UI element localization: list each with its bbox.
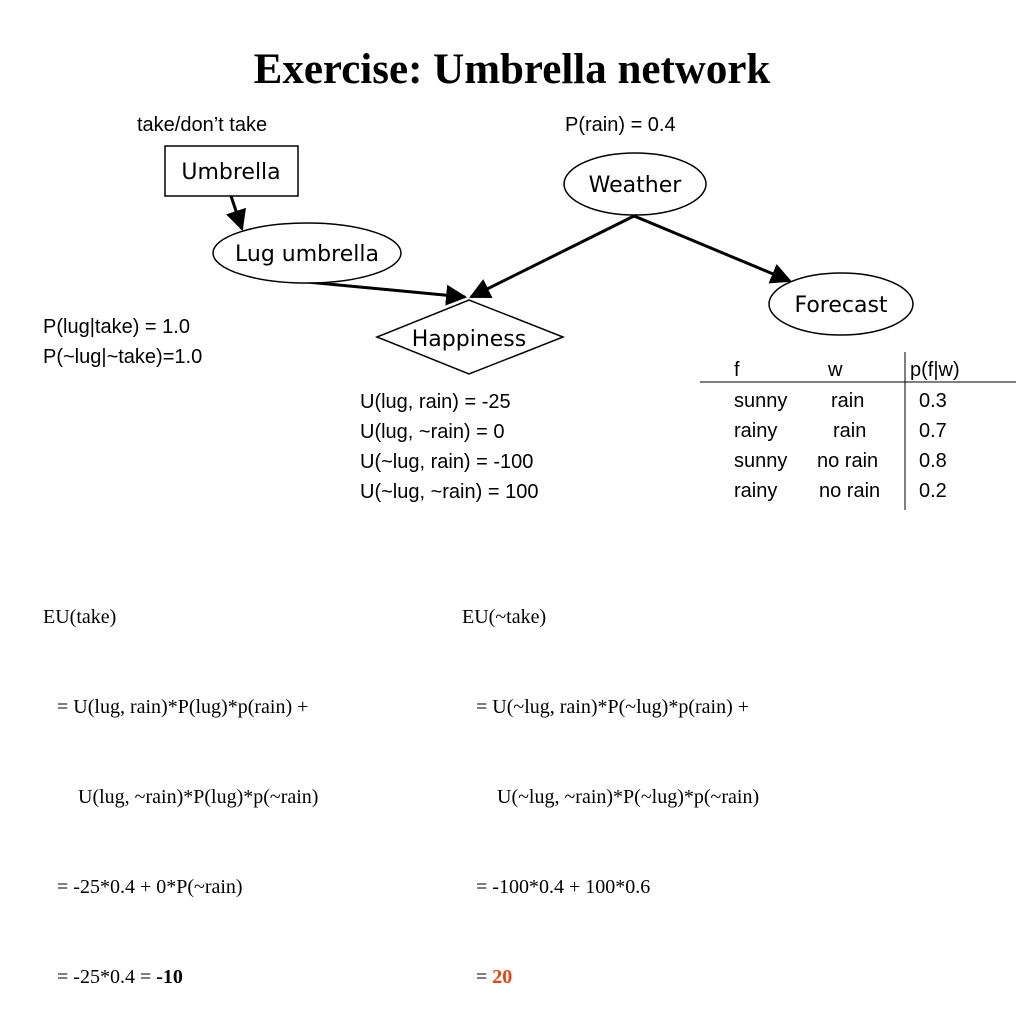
lug-prob-not-take: P(~lug|~take)=1.0 [43,346,203,368]
utility-no-lug-rain: U(~lug, rain) = -100 [360,451,534,473]
cpt-header-f: f [734,359,740,381]
cpt-row-4-f: rainy [734,480,778,502]
happiness-node: Happiness [374,299,566,375]
edge-lug-to-happiness [306,280,468,306]
prior-rain-label: P(rain) = 0.4 [565,114,676,136]
umbrella-node-label: Umbrella [181,160,280,185]
cpt-row-1-f: sunny [734,390,788,412]
eu-not-take-line-4-prefix: = [476,966,493,988]
eu-not-take-heading: EU(~take) [462,606,547,628]
weather-node-label: Weather [589,173,683,198]
utility-lug-no-rain: U(lug, ~rain) = 0 [360,421,505,443]
eu-take-line-4-prefix: = -25*0.4 = [57,966,157,988]
eu-not-take-line-3: = -100*0.4 + 100*0.6 [476,876,651,898]
forecast-node: Forecast [768,272,914,336]
eu-not-take-line-1: = U(~lug, rain)*P(~lug)*p(rain) + [476,696,750,718]
cpt-header-p: p(f|w) [910,359,960,381]
decision-note: take/don’t take [137,114,268,136]
cpt-row-4-p: 0.2 [919,480,947,502]
cpt-header-w: w [828,359,843,381]
eu-take-block: EU(take) = U(lug, rain)*P(lug)*p(rain) +… [43,542,318,1022]
eu-not-take-block: EU(~take) = U(~lug, rain)*P(~lug)*p(rain… [462,542,759,1022]
happiness-node-label: Happiness [412,327,526,352]
eu-take-line-1: = U(lug, rain)*P(lug)*p(rain) + [57,696,309,718]
eu-take-line-3: = -25*0.4 + 0*P(~rain) [57,876,243,898]
slide-title: Exercise: Umbrella network [253,46,771,93]
lug-umbrella-node-label: Lug umbrella [235,242,379,267]
cpt-row-1-w: rain [831,390,865,412]
cpt-row-3-w: no rain [817,450,879,472]
umbrella-node: Umbrella [164,145,299,197]
cpt-row-4-w: no rain [819,480,881,502]
eu-not-take-line-2: U(~lug, ~rain)*P(~lug)*p(~rain) [497,786,760,808]
cpt-row-1-p: 0.3 [919,390,947,412]
edge-umbrella-to-lug [226,195,246,231]
weather-node: Weather [563,152,707,216]
eu-not-take-line-4: = 20 [462,962,759,992]
eu-take-result: -10 [156,966,183,988]
cpt-row-2-f: rainy [734,420,778,442]
cpt-row-3-f: sunny [734,450,788,472]
edge-weather-to-happiness [469,214,635,299]
edge-weather-to-forecast [633,214,792,284]
utility-lug-rain: U(lug, rain) = -25 [360,391,511,413]
eu-not-take-result: 20 [492,966,513,988]
cpt-row-2-w: rain [833,420,867,442]
cpt-row-2-p: 0.7 [919,420,947,442]
eu-take-heading: EU(take) [43,606,117,628]
eu-take-line-4: = -25*0.4 = -10 [43,962,318,992]
eu-take-line-2: U(lug, ~rain)*P(lug)*p(~rain) [78,786,319,808]
utility-no-lug-no-rain: U(~lug, ~rain) = 100 [360,481,539,503]
lug-umbrella-node: Lug umbrella [212,222,402,284]
forecast-node-label: Forecast [794,293,887,318]
lug-prob-take: P(lug|take) = 1.0 [43,316,190,338]
umbrella-network-diagram: Umbrella Weather Lug umbrella Forecast H… [164,145,1016,510]
cpt-row-3-p: 0.8 [919,450,947,472]
